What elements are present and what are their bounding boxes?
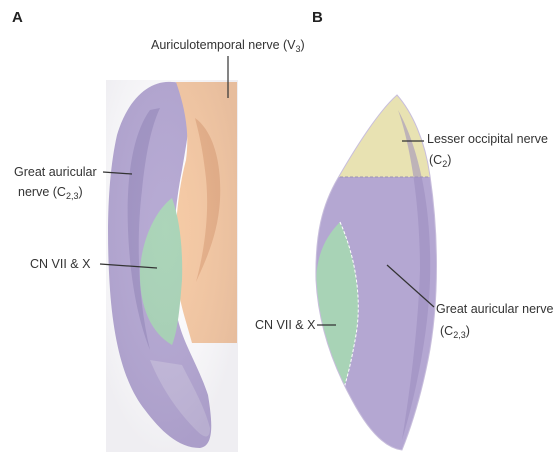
panel-a: A Auriculotemporal nerve (V3) Great auri… — [12, 9, 305, 452]
label-lesser-occipital-line2: (C2) — [429, 153, 451, 169]
label-cn-b: CN VII & X — [255, 318, 316, 332]
panel-b: B Lesser occipital nerve (C2) Great auri… — [255, 9, 553, 460]
label-auriculotemporal: Auriculotemporal nerve (V3) — [151, 38, 305, 54]
label-great-auricular-b-line2: (C2,3) — [440, 324, 470, 340]
label-great-auricular-a-line2: nerve (C2,3) — [18, 185, 83, 201]
label-great-auricular-a-line1: Great auricular — [14, 165, 97, 179]
label-cn-a: CN VII & X — [30, 257, 91, 271]
panel-a-letter: A — [12, 9, 23, 26]
panel-b-letter: B — [312, 9, 323, 26]
label-great-auricular-b-line1: Great auricular nerve — [436, 302, 553, 316]
label-lesser-occipital-line1: Lesser occipital nerve — [427, 132, 548, 146]
